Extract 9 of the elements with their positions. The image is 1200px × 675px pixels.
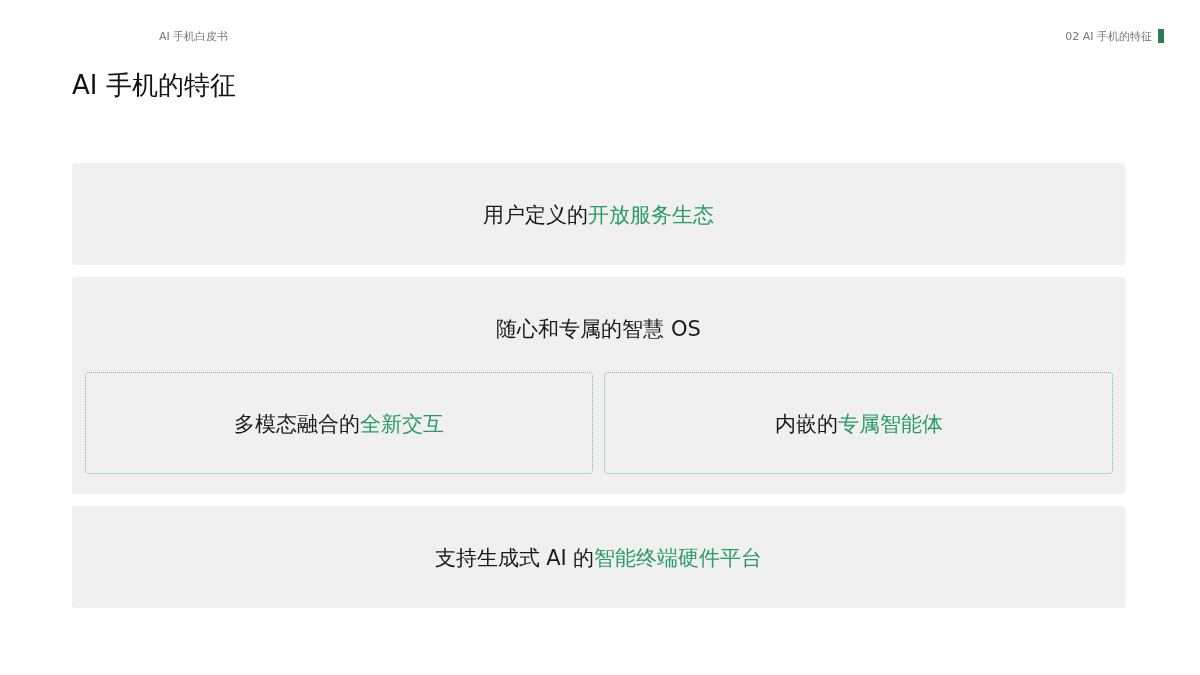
page-title: AI 手机的特征 bbox=[72, 69, 236, 102]
header-text: AI 手机白皮书 bbox=[159, 29, 229, 44]
feature-label: 随心和专属的智慧 OS bbox=[495, 316, 702, 343]
feature-band bbox=[72, 277, 1125, 494]
feature-label: 多模态融合的全新交互 bbox=[233, 411, 445, 438]
feature-label: 支持生成式 AI 的智能终端硬件平台 bbox=[433, 545, 764, 572]
section-label: 02 AI 手机的特征 bbox=[1065, 29, 1152, 44]
feature-label: 内嵌的专属智能体 bbox=[773, 411, 944, 438]
feature-label: 用户定义的开放服务生态 bbox=[482, 202, 715, 229]
